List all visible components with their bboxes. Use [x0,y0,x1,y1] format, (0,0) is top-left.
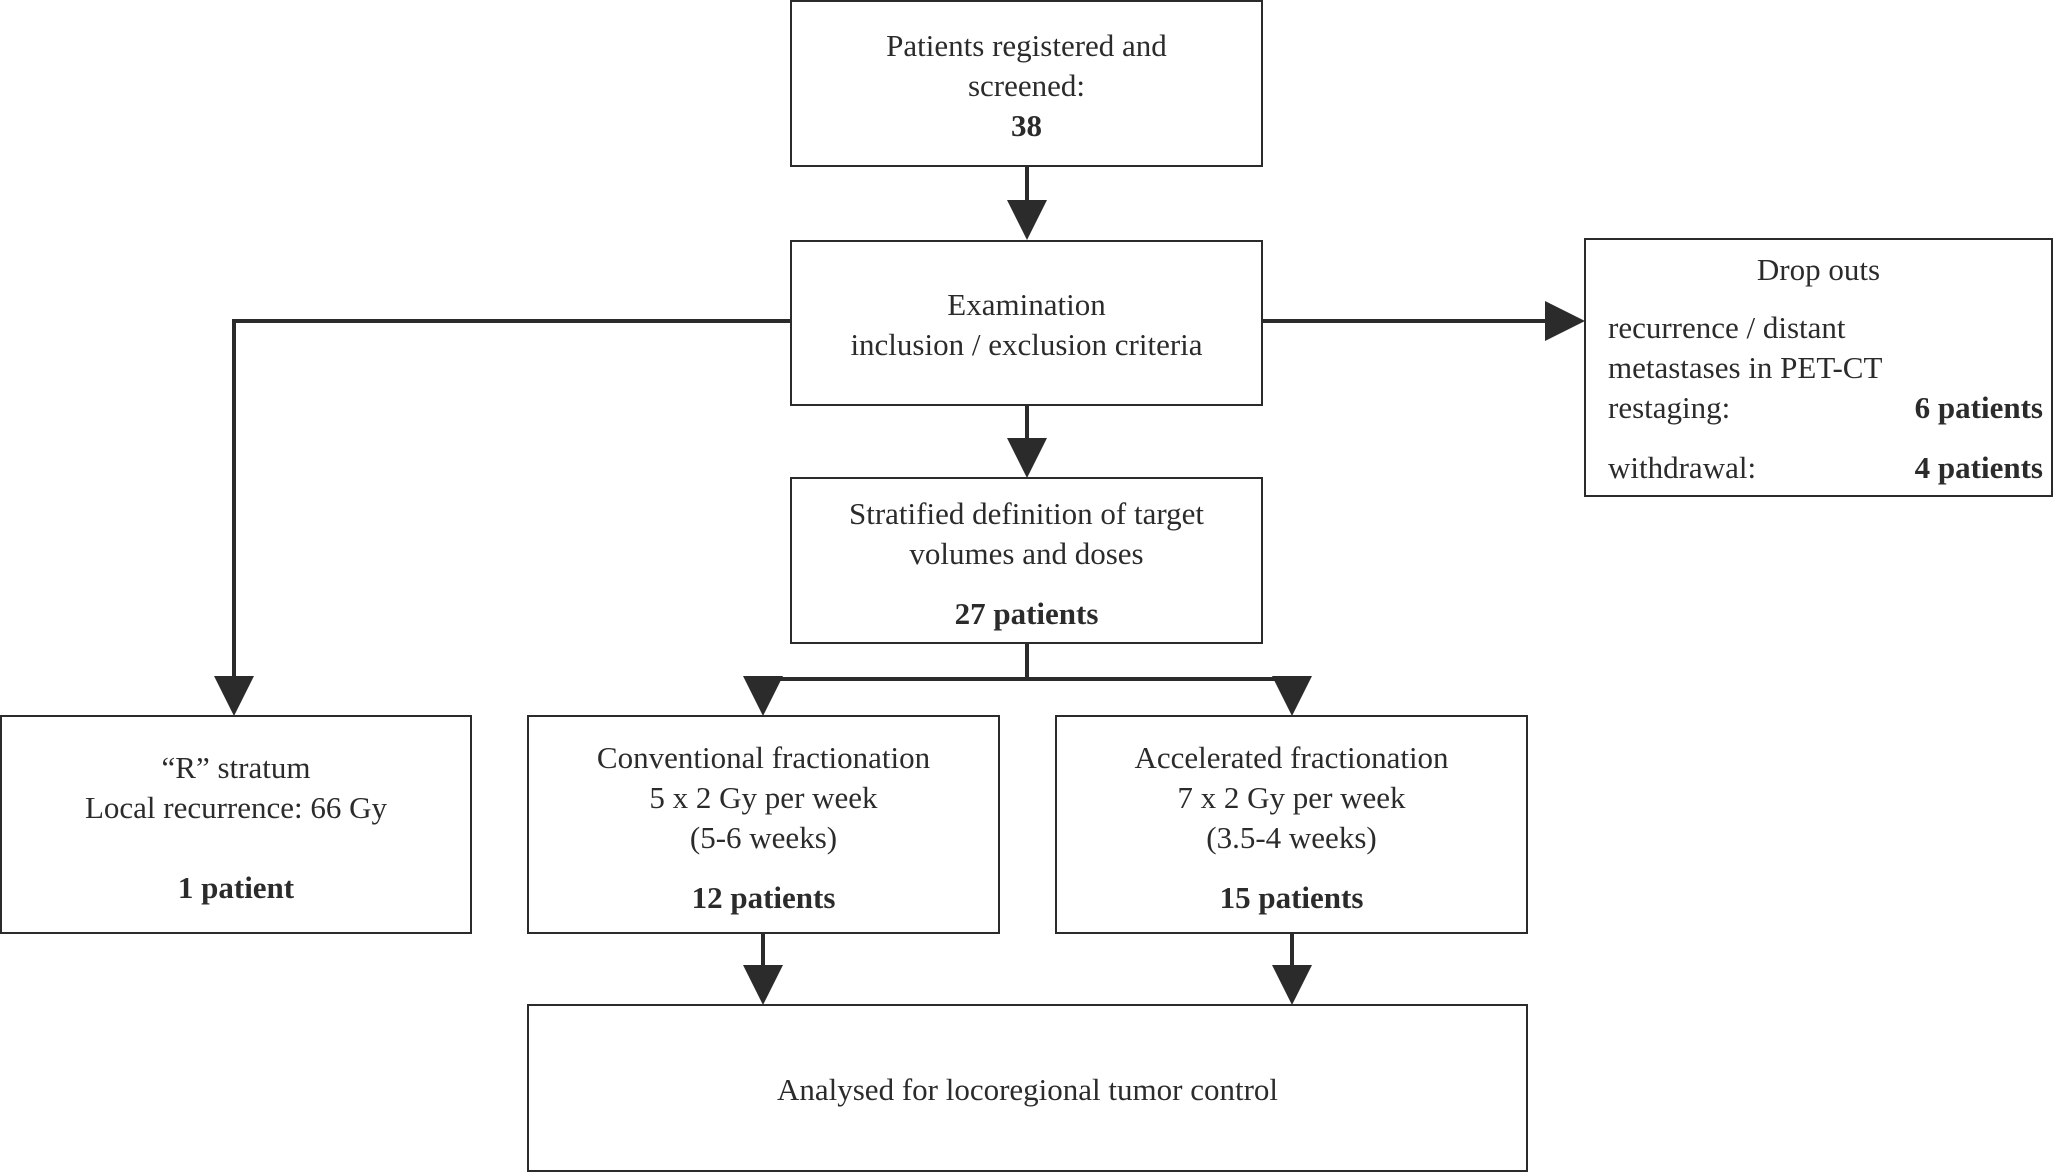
dropouts-withdrawal-label: withdrawal: [1608,450,1757,485]
dropouts-reason-row: restaging: 6 patients [1608,388,2043,428]
conventional-count: 12 patients [691,880,836,915]
dropouts-box: Drop outs recurrence / distant metastase… [1584,238,2053,497]
stratified-line2: volumes and doses [909,536,1144,571]
arrow-split-to-accelerated [1027,676,1312,716]
screened-line1: Patients registered and [886,28,1167,63]
analysed-line1: Analysed for locoregional tumor control [776,1072,1279,1107]
dropouts-reason-line3: restaging: [1608,390,1731,425]
accelerated-box: Accelerated fractionation 7 x 2 Gy per w… [1055,715,1528,934]
examination-line2: inclusion / exclusion criteria [850,327,1203,362]
dropouts-title: Drop outs [1756,252,1881,287]
dropouts-withdrawal-count: 4 patients [1914,450,2043,485]
r-stratum-box: “R” stratum Local recurrence: 66 Gy 1 pa… [0,715,472,934]
accelerated-count: 15 patients [1219,880,1364,915]
r-stratum-line1: “R” stratum [161,750,311,785]
examination-box: Examination inclusion / exclusion criter… [790,240,1263,406]
arrow-examination-to-r-stratum [214,319,790,716]
screened-box: Patients registered and screened: 38 [790,0,1263,167]
dropouts-reason-line2: metastases in PET-CT [1608,350,1883,385]
conventional-line3: (5-6 weeks) [689,820,838,855]
arrow-split-to-conventional [743,676,1027,716]
stratified-box: Stratified definition of target volumes … [790,477,1263,644]
conventional-line2: 5 x 2 Gy per week [649,780,878,815]
accelerated-line3: (3.5-4 weeks) [1206,820,1377,855]
analysed-box: Analysed for locoregional tumor control [527,1004,1528,1172]
conventional-box: Conventional fractionation 5 x 2 Gy per … [527,715,1000,934]
conventional-line1: Conventional fractionation [596,740,931,775]
stratified-line1: Stratified definition of target [849,496,1204,531]
screened-count: 38 [1011,108,1042,143]
dropouts-withdrawal-row: withdrawal: 4 patients [1608,448,2043,488]
r-stratum-count: 1 patient [177,870,295,905]
dropouts-reason-line1: recurrence / distant [1608,310,1846,345]
accelerated-line1: Accelerated fractionation [1134,740,1449,775]
r-stratum-line2: Local recurrence: 66 Gy [84,790,388,825]
examination-line1: Examination [947,287,1106,322]
dropouts-reason-count: 6 patients [1914,390,2043,425]
accelerated-line2: 7 x 2 Gy per week [1177,780,1406,815]
stratified-count: 27 patients [954,596,1099,631]
screened-line2: screened: [967,68,1086,103]
